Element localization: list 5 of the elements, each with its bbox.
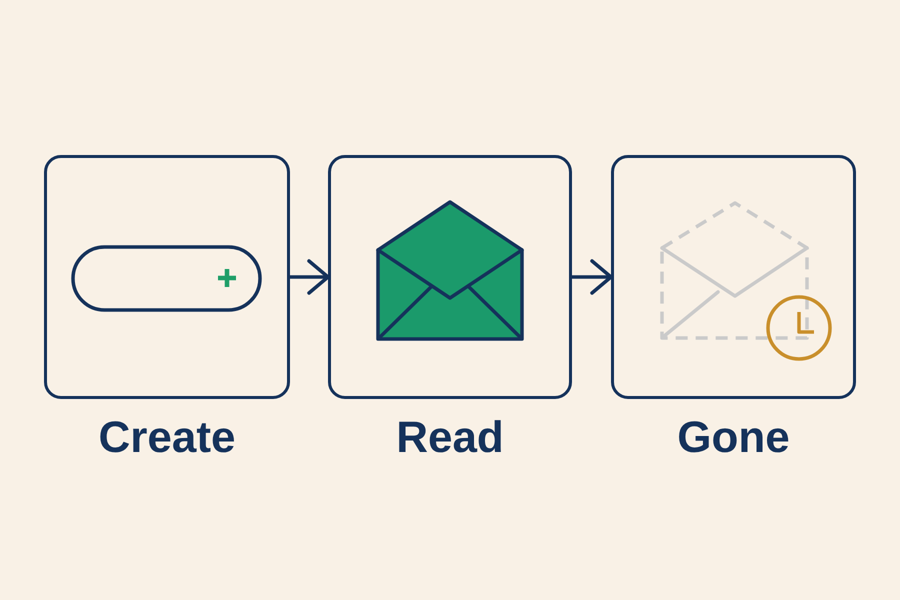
step-label: Gone [677, 416, 790, 460]
arrow [288, 259, 330, 295]
step-label: Create [98, 416, 236, 460]
step-label: Read [396, 416, 504, 460]
arrow [570, 259, 613, 295]
